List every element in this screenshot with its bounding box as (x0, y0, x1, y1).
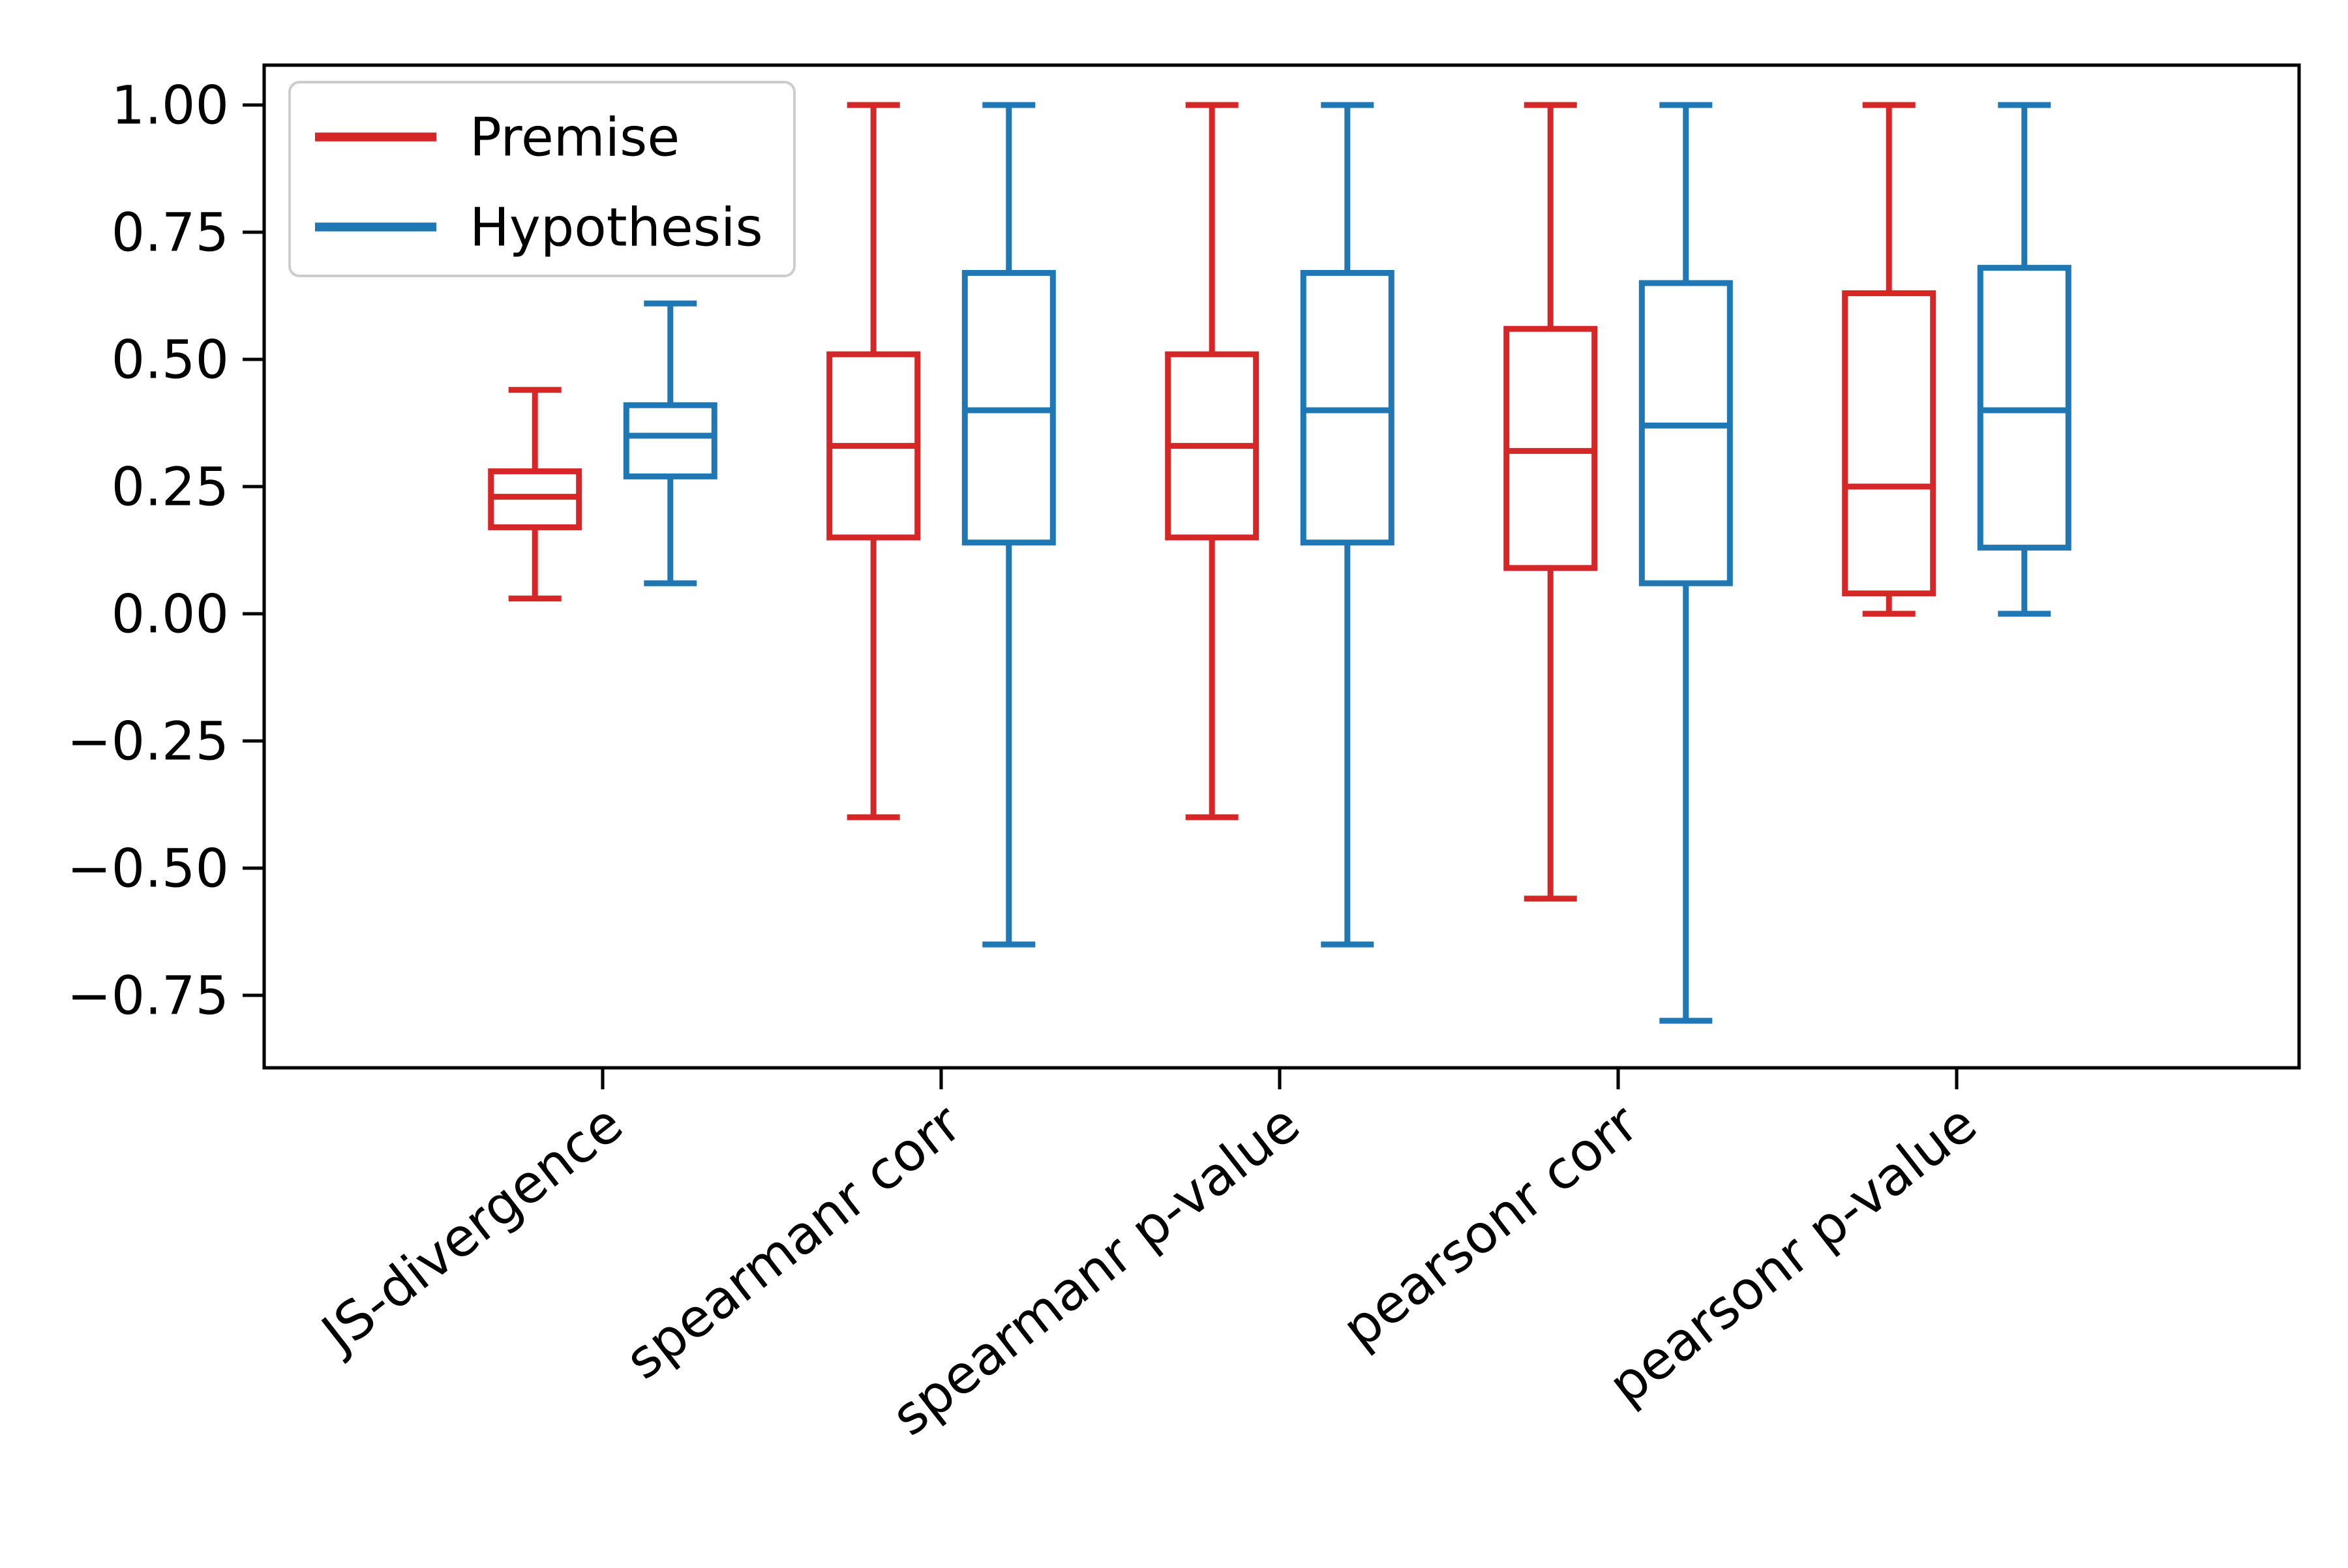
box-hypothesis-4 (1977, 102, 2071, 617)
y-tick-label: 0.75 (112, 203, 229, 264)
box-hypothesis-1 (961, 102, 1056, 948)
series-premise (488, 102, 1936, 902)
box-premise-1 (826, 102, 921, 821)
box-hypothesis-0 (623, 300, 717, 586)
box-premise-3 (1503, 102, 1598, 902)
y-tick-label: 1.00 (112, 76, 229, 137)
legend-label: Hypothesis (470, 198, 763, 259)
y-tick-label: 0.00 (112, 584, 229, 646)
y-axis: 1.00 0.75 0.50 0.25 0.00 −0.25 −0.50 −0.75 (67, 76, 264, 1027)
box-premise-0 (488, 387, 582, 602)
box-premise-2 (1165, 102, 1259, 821)
box-premise-4 (1842, 102, 1936, 617)
box-iqr (1842, 290, 1936, 597)
y-tick-label: −0.25 (67, 712, 229, 773)
y-tick-label: −0.50 (67, 839, 229, 900)
y-tick-label: 0.50 (112, 330, 229, 391)
axes-frame (262, 63, 2301, 1070)
y-tick-label: 0.25 (112, 457, 229, 519)
box-iqr (1638, 280, 1733, 586)
legend-label: Premise (470, 108, 680, 169)
box-hypothesis-2 (1300, 102, 1394, 948)
y-tick-label: −0.75 (67, 966, 229, 1027)
box-hypothesis-3 (1638, 102, 1733, 1024)
series-hypothesis (623, 102, 2071, 1024)
box-iqr (623, 402, 717, 479)
